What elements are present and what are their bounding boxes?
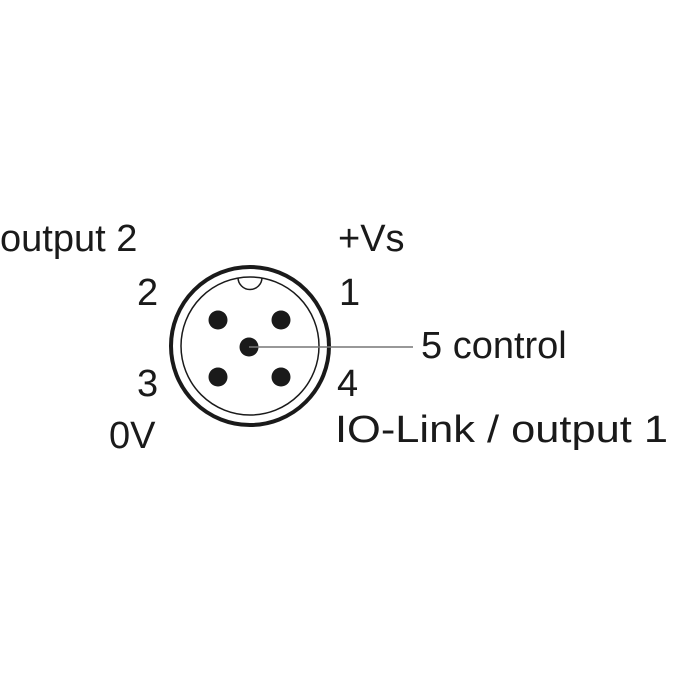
pin-4-number: 4 — [337, 363, 358, 405]
pin-2-number: 2 — [137, 272, 158, 314]
pin-4-signal-label: IO-Link / output 1 — [335, 409, 668, 451]
pin-3 — [208, 367, 228, 387]
pin-3-number: 3 — [137, 363, 158, 405]
pin-3-signal-label: 0V — [109, 415, 156, 457]
connector-inner-ring — [180, 276, 320, 416]
pin-2 — [208, 310, 228, 330]
pin-1 — [271, 310, 291, 330]
pin-4 — [271, 367, 291, 387]
pin-1-signal-label: +Vs — [338, 218, 405, 260]
pin-5-label: 5 control — [421, 325, 567, 367]
pin-2-signal-label: output 2 — [0, 218, 137, 260]
coding-key-notch — [237, 277, 263, 291]
connector-outer-ring — [169, 265, 331, 427]
pin-1-number: 1 — [339, 272, 360, 314]
